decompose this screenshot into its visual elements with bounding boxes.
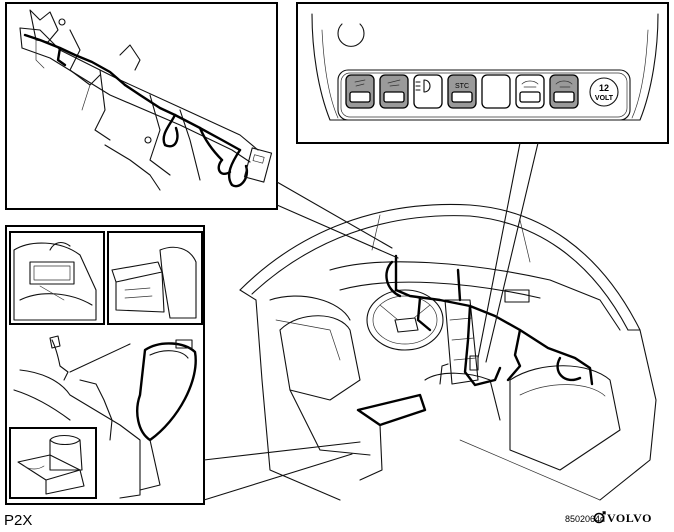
stc-label: STC: [455, 83, 469, 90]
switch-5-blank[interactable]: [481, 74, 511, 109]
cupholder-detail: [9, 427, 97, 499]
center-console-detail: [13, 335, 197, 499]
console-detail-inset-group: [5, 225, 205, 505]
courtesy-light-outline: [337, 23, 365, 47]
switch-7[interactable]: [549, 74, 579, 109]
switch-6[interactable]: [515, 74, 545, 109]
model-label: P2X: [4, 512, 33, 529]
volvo-logo-icon: [593, 511, 606, 524]
drawing-code: 8502064d: [565, 514, 606, 524]
car-interior-view: [239, 203, 657, 501]
outlet-volt-label: VOLT: [595, 95, 614, 102]
outlet-voltage-label: 12: [599, 83, 609, 93]
power-outlet-12v[interactable]: 12 VOLT: [589, 77, 619, 107]
switch-4-stc[interactable]: STC: [447, 74, 477, 109]
harness-routing: [394, 254, 594, 386]
brand-name: VOLVO: [607, 511, 652, 525]
switch-3-headlight[interactable]: [413, 74, 443, 109]
harness-detail-inset: [5, 2, 278, 210]
armrest-open-detail: [111, 246, 197, 319]
headlight-icon: [415, 79, 431, 93]
callout-lines: [203, 142, 539, 501]
switch-2[interactable]: [379, 74, 409, 109]
switch-1[interactable]: [345, 74, 375, 109]
switch-panel-inset: STC 12 VOLT: [296, 2, 669, 144]
ashtray-detail: [13, 241, 97, 321]
steering-wheel: [366, 289, 444, 351]
